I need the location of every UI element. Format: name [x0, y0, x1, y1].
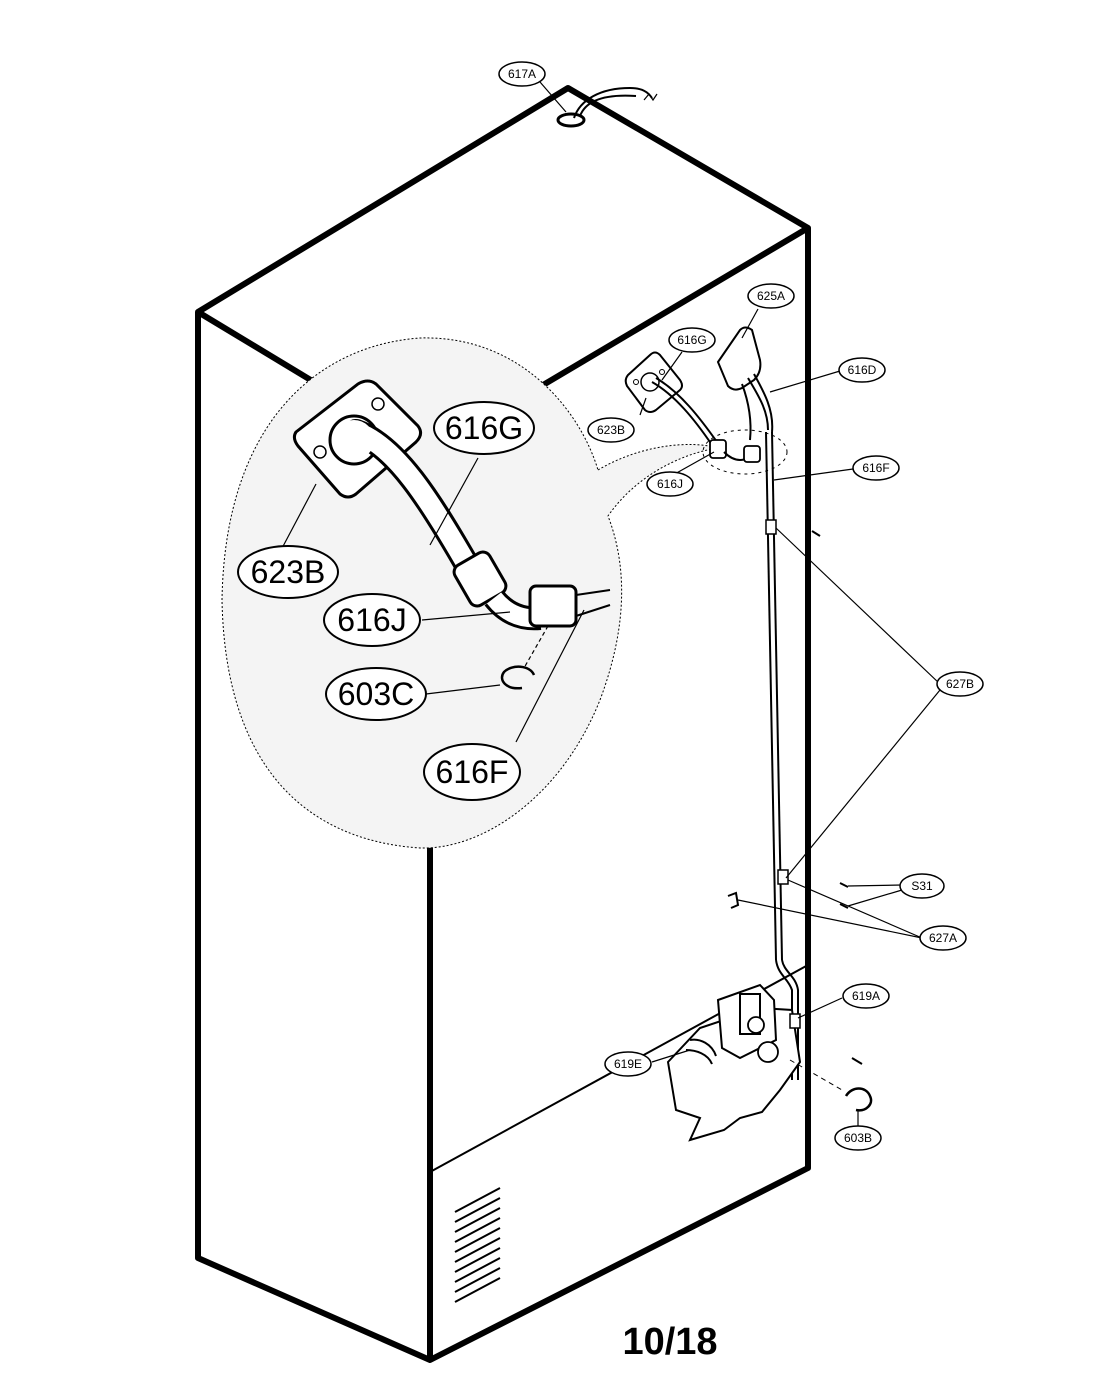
svg-text:619A: 619A — [852, 989, 880, 1003]
top-grommet-and-cord — [556, 86, 658, 128]
callout-616G-small: 616G — [668, 327, 716, 353]
callout-623B-small: 623B — [587, 417, 635, 443]
svg-text:616G: 616G — [445, 410, 523, 446]
bottom-valve-assembly — [666, 983, 873, 1142]
callout-616F-large: 616F — [423, 743, 521, 801]
callout-623B-large: 623B — [237, 545, 339, 599]
fitting-plate-large — [292, 379, 483, 583]
callout-616F-small: 616F — [852, 455, 900, 481]
callout-619A: 619A — [842, 983, 890, 1009]
callout-616G-large: 616G — [433, 401, 535, 455]
svg-text:623B: 623B — [597, 423, 625, 437]
svg-text:616G: 616G — [677, 333, 706, 347]
svg-text:616J: 616J — [657, 477, 683, 491]
vent-grille — [454, 1187, 501, 1303]
svg-text:616F: 616F — [862, 461, 889, 475]
svg-text:603C: 603C — [338, 676, 415, 712]
svg-text:625A: 625A — [757, 289, 785, 303]
callout-603B: 603B — [834, 1125, 882, 1151]
detail-magnifier — [221, 337, 719, 849]
svg-text:603B: 603B — [844, 1131, 872, 1145]
page-number: 10/18 — [622, 1321, 717, 1363]
svg-text:616J: 616J — [337, 602, 406, 638]
svg-text:617A: 617A — [508, 67, 536, 81]
svg-text:623B: 623B — [251, 554, 326, 590]
callout-603C-large: 603C — [325, 667, 427, 721]
callout-625A: 625A — [747, 283, 795, 309]
callout-617A: 617A — [498, 61, 546, 87]
svg-text:616D: 616D — [848, 363, 877, 377]
callout-616J-small: 616J — [646, 471, 694, 497]
callout-616D: 616D — [838, 357, 886, 383]
callout-619E: 619E — [604, 1051, 652, 1077]
water-valve-assembly — [624, 326, 849, 1080]
svg-text:619E: 619E — [614, 1057, 642, 1071]
callout-leaders — [539, 81, 941, 1126]
svg-text:627A: 627A — [929, 931, 957, 945]
callout-616J-large: 616J — [323, 593, 421, 647]
callout-S31: S31 — [899, 873, 945, 899]
svg-text:S31: S31 — [911, 879, 933, 893]
callout-627B: 627B — [936, 671, 984, 697]
svg-text:627B: 627B — [946, 677, 974, 691]
clip-large — [500, 625, 549, 690]
svg-text:616F: 616F — [436, 754, 509, 790]
callout-627A: 627A — [919, 925, 967, 951]
